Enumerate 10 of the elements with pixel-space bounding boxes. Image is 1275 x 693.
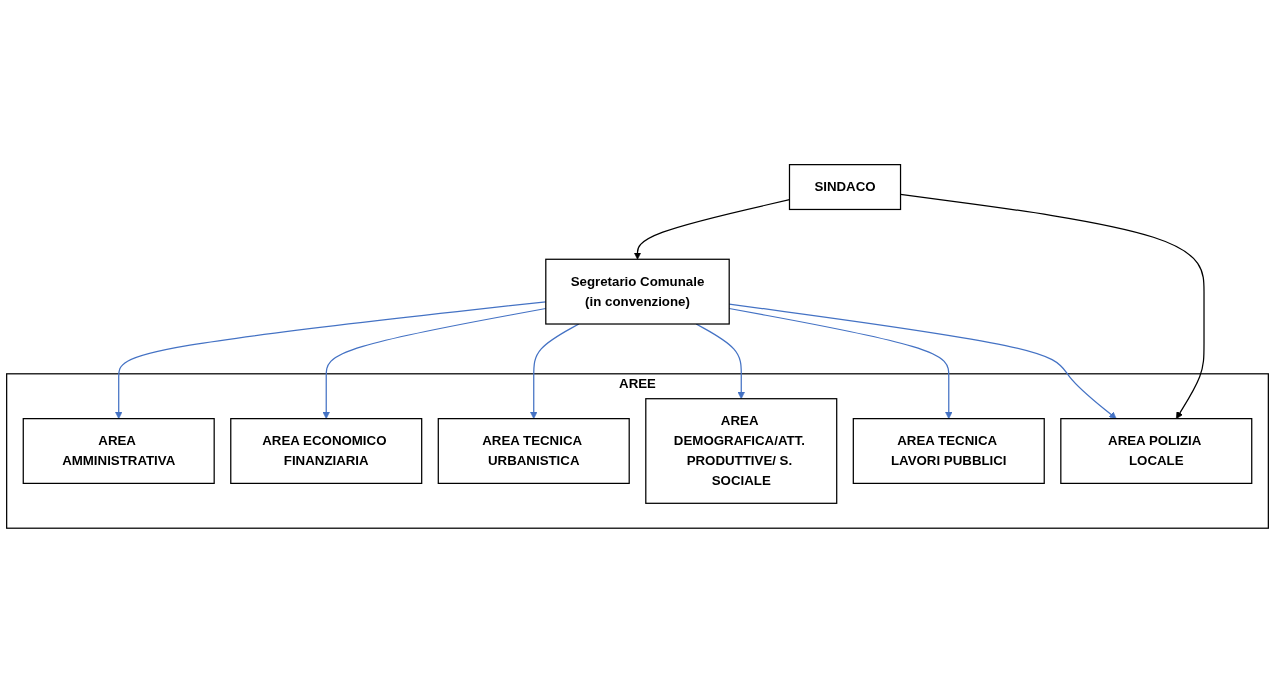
node-box: AREA DEMOGRAFICA/ATT. PRODUTTIVE/ S. SOCIALE: [645, 398, 838, 504]
node-box: SINDACO: [788, 164, 902, 211]
node-box: Segretario Comunale (in convenzione): [545, 258, 730, 325]
node-box: AREA TECNICA LAVORI PUBBLICI: [852, 418, 1045, 485]
arrow: [530, 323, 580, 420]
arrow: [695, 323, 745, 400]
node-box: AREA ECONOMICO FINANZIARIA: [230, 418, 423, 485]
node-box: AREA POLIZIA LOCALE: [1060, 418, 1253, 485]
node-box: AREA TECNICA URBANISTICA: [437, 418, 630, 485]
node-box: AREA AMMINISTRATIVA: [22, 418, 215, 485]
